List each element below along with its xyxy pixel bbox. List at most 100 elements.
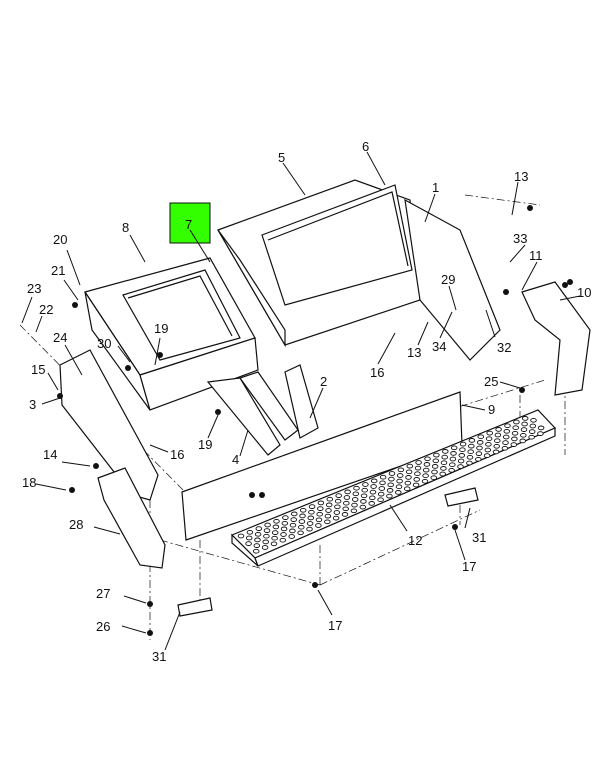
tread-hole	[281, 520, 289, 526]
tread-hole	[350, 508, 358, 514]
tread-hole	[440, 466, 447, 471]
tread-hole	[423, 462, 431, 467]
tread-hole	[252, 548, 260, 554]
tread-hole	[530, 417, 537, 423]
tread-hole	[379, 474, 387, 480]
left-mount-bracket	[59, 349, 159, 501]
tread-hole	[459, 441, 467, 447]
tread-hole	[377, 491, 385, 497]
tread-hole	[361, 487, 368, 493]
tread-hole	[537, 425, 545, 431]
tread-hole	[279, 537, 287, 543]
tread-hole	[273, 518, 280, 524]
tread-hole	[493, 443, 500, 449]
highlight-box	[169, 202, 211, 244]
label-part-17-right: 17	[462, 559, 476, 574]
tread-hole	[246, 529, 254, 535]
tread-hole	[466, 454, 474, 460]
tread-hole	[368, 501, 375, 506]
tread-hole	[370, 484, 377, 489]
part-labels: 1 2 3 4 5 6 7 8 9 10 11 12 13 13 14 15 1…	[22, 139, 591, 664]
tread-hole	[299, 507, 307, 513]
tread-hole	[512, 425, 519, 431]
step-tread	[230, 409, 557, 567]
tread-hole	[449, 456, 457, 462]
tread-hole	[414, 471, 421, 477]
tread-hole	[495, 427, 502, 432]
tread-hole	[298, 519, 306, 524]
tread-hole	[360, 499, 367, 504]
tread-hole	[261, 545, 269, 550]
tread-hole	[502, 440, 509, 445]
label-part-4: 4	[232, 452, 239, 467]
tread-hole	[334, 504, 341, 510]
tread-hole	[441, 454, 448, 460]
label-part-6: 6	[362, 139, 369, 154]
tread-hole	[404, 480, 412, 486]
label-part-15: 15	[31, 362, 45, 377]
tread-hole	[282, 515, 289, 520]
tread-hole	[315, 517, 323, 523]
tread-hole	[291, 511, 298, 517]
tread-hole	[422, 473, 429, 479]
tread-hole	[521, 421, 528, 427]
label-part-12: 12	[408, 533, 422, 548]
tread-hole	[351, 502, 358, 508]
tread-hole	[528, 429, 536, 434]
tread-hole	[325, 508, 332, 513]
tread-hole	[457, 458, 465, 464]
tread-hole	[271, 530, 279, 535]
tread-hole	[335, 493, 342, 498]
tread-hole	[415, 460, 422, 465]
tread-hole	[351, 497, 359, 502]
label-part-25: 25	[484, 374, 498, 389]
tread-hole	[511, 436, 518, 442]
tread-hole	[483, 453, 491, 458]
label-part-31-bottom: 31	[152, 649, 166, 664]
label-part-24: 24	[53, 330, 67, 345]
tread-hole	[298, 524, 305, 530]
right-step-box	[217, 179, 501, 361]
label-part-9: 9	[488, 402, 495, 417]
leader-lines	[21, 151, 581, 651]
label-part-17-center: 17	[328, 618, 342, 633]
tread-hole	[397, 467, 405, 473]
tread-hole	[369, 489, 377, 495]
tread-hole	[440, 460, 448, 466]
label-part-3: 3	[29, 397, 36, 412]
tread-hole	[254, 531, 262, 537]
tread-hole	[494, 438, 501, 444]
tread-hole	[431, 469, 438, 475]
tread-hole	[405, 475, 412, 480]
tread-hole	[457, 464, 464, 469]
tread-hole	[290, 517, 297, 522]
tread-hole	[289, 528, 296, 534]
tread-hole	[315, 523, 322, 528]
tread-hole	[519, 438, 526, 444]
tread-hole	[362, 482, 369, 487]
tread-hole	[433, 452, 440, 458]
tread-hole	[406, 463, 414, 469]
label-part-30: 30	[97, 336, 111, 351]
label-part-19-top: 19	[154, 321, 168, 336]
tread-hole	[325, 502, 333, 508]
tread-hole	[377, 497, 384, 503]
tread-hole	[510, 442, 518, 447]
tread-hole	[270, 541, 278, 547]
tread-hole	[263, 528, 271, 533]
tread-hole	[494, 432, 502, 438]
tread-hole	[395, 484, 403, 490]
tread-hole	[475, 451, 483, 456]
label-part-34: 34	[432, 339, 446, 354]
label-part-21: 21	[51, 263, 65, 278]
label-part-18: 18	[22, 475, 36, 490]
tread-hole	[307, 515, 315, 521]
label-part-13-mid: 13	[407, 345, 421, 360]
tread-hole	[317, 500, 325, 506]
label-part-2: 2	[320, 374, 327, 389]
tread-hole	[271, 535, 278, 541]
tread-hole	[264, 522, 271, 528]
label-part-5: 5	[278, 150, 285, 165]
tread-hole	[379, 480, 386, 486]
tread-hole	[529, 423, 537, 429]
